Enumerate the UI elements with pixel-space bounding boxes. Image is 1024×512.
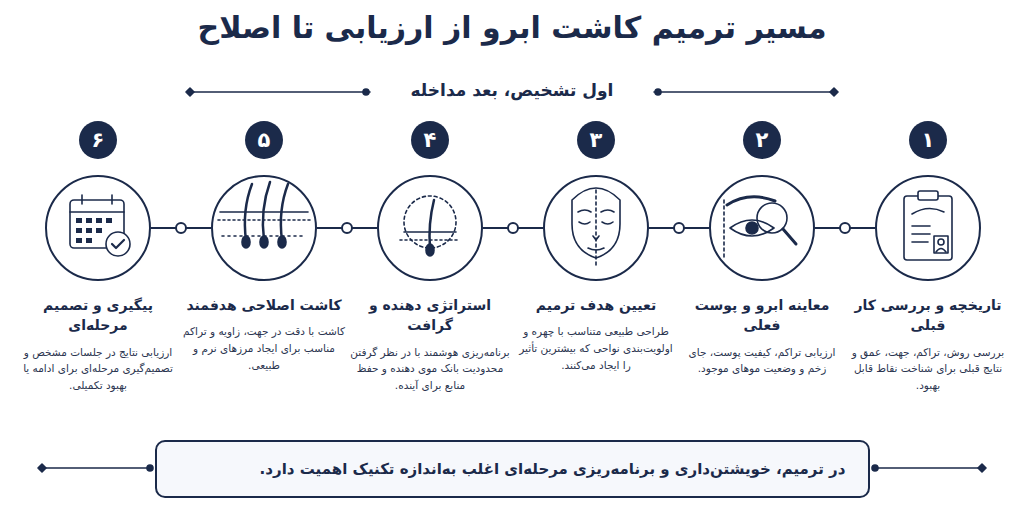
step-title: تعیین هدف ترمیم — [514, 295, 678, 315]
step-caption: کاشت اصلاحی هدفمند کاشت با دقت در جهت، زا… — [182, 295, 346, 374]
connector-line — [649, 223, 709, 233]
connector-dot — [342, 223, 352, 233]
step-icon-circle: معاینه ابرو و پوست فعلیارزیابی تراکم، کی… — [709, 175, 815, 281]
step-caption: پیگیری و تصمیم مرحله‌ای ارزیابی نتایج در … — [16, 295, 180, 394]
step-description: بررسی روش، تراکم، جهت، عمق و نتایج قبلی … — [846, 344, 1010, 394]
connector-line — [151, 223, 211, 233]
step-number-circle: ۶ — [79, 121, 117, 159]
step-number: ۵ — [258, 128, 271, 152]
step-number: ۲ — [756, 128, 769, 152]
step-title: کاشت اصلاحی هدفمند — [182, 295, 346, 315]
step-title: معاینه ابرو و پوست فعلی — [680, 295, 844, 336]
connector-dot — [840, 223, 850, 233]
step-number-circle: ۴ — [411, 121, 449, 159]
step-icon-circle: تعیین هدف ترمیمطراحی طبیعی متناسب با چهر… — [543, 175, 649, 281]
step-title: استراتژی دهنده و گرافت — [348, 295, 512, 336]
step-number-circle: ۵ — [245, 121, 283, 159]
note-banner: در ترمیم، خویشتن‌داری و برنامه‌ریزی مرحل… — [155, 440, 870, 498]
step-number: ۶ — [92, 128, 105, 152]
step-description: ارزیابی تراکم، کیفیت پوست، جای زخم و وضع… — [680, 344, 844, 378]
step-description: برنامه‌ریزی هوشمند با در نظر گرفتن محدود… — [348, 344, 512, 394]
connector-dot — [508, 223, 518, 233]
step-caption: معاینه ابرو و پوست فعلی ارزیابی تراکم، کی… — [680, 295, 844, 377]
step-icon-circle: پیگیری و تصمیم مرحله‌ایارزیابی نتایج در … — [45, 175, 151, 281]
step-caption: تعیین هدف ترمیم طراحی طبیعی متناسب با چهر… — [514, 295, 678, 374]
step-title: تاریخچه و بررسی کار قبلی — [846, 295, 1010, 336]
step-title: پیگیری و تصمیم مرحله‌ای — [16, 295, 180, 336]
diagram-title: مسیر ترمیم کاشت ابرو از ارزیابی تا اصلاح — [0, 10, 1024, 45]
connector-line — [317, 223, 377, 233]
step-caption: استراتژی دهنده و گرافت برنامه‌ریزی هوشمند… — [348, 295, 512, 394]
step-number: ۴ — [424, 128, 437, 152]
step-number: ۱ — [922, 128, 935, 152]
step-number-circle: ۳ — [577, 121, 615, 159]
connector-line — [483, 223, 543, 233]
step-number-circle: ۱ — [909, 121, 947, 159]
subtitle-label: اول تشخیص، بعد مداخله — [403, 80, 622, 100]
step-icon-circle: تاریخچه و بررسی کار قبلیبررسی روش، تراکم… — [875, 175, 981, 281]
connector-line — [815, 223, 875, 233]
step-description: ارزیابی نتایج در جلسات مشخص و تصمیم‌گیری… — [16, 344, 180, 394]
step-number-circle: ۲ — [743, 121, 781, 159]
connector-dot — [674, 223, 684, 233]
step-description: کاشت با دقت در جهت، زاویه و تراکم مناسب … — [182, 323, 346, 373]
banner-text: در ترمیم، خویشتن‌داری و برنامه‌ریزی مرحل… — [260, 459, 846, 480]
step-icon-circle: استراتژی دهنده و گرافتبرنامه‌ریزی هوشمند… — [377, 175, 483, 281]
connector-dot — [176, 223, 186, 233]
step-description: طراحی طبیعی متناسب با چهره و اولویت‌بندی… — [514, 323, 678, 373]
step-caption: تاریخچه و بررسی کار قبلی بررسی روش، تراکم… — [846, 295, 1010, 394]
step-number: ۳ — [590, 128, 603, 152]
step-icon-circle: کاشت اصلاحی هدفمندکاشت با دقت در جهت، زا… — [211, 175, 317, 281]
